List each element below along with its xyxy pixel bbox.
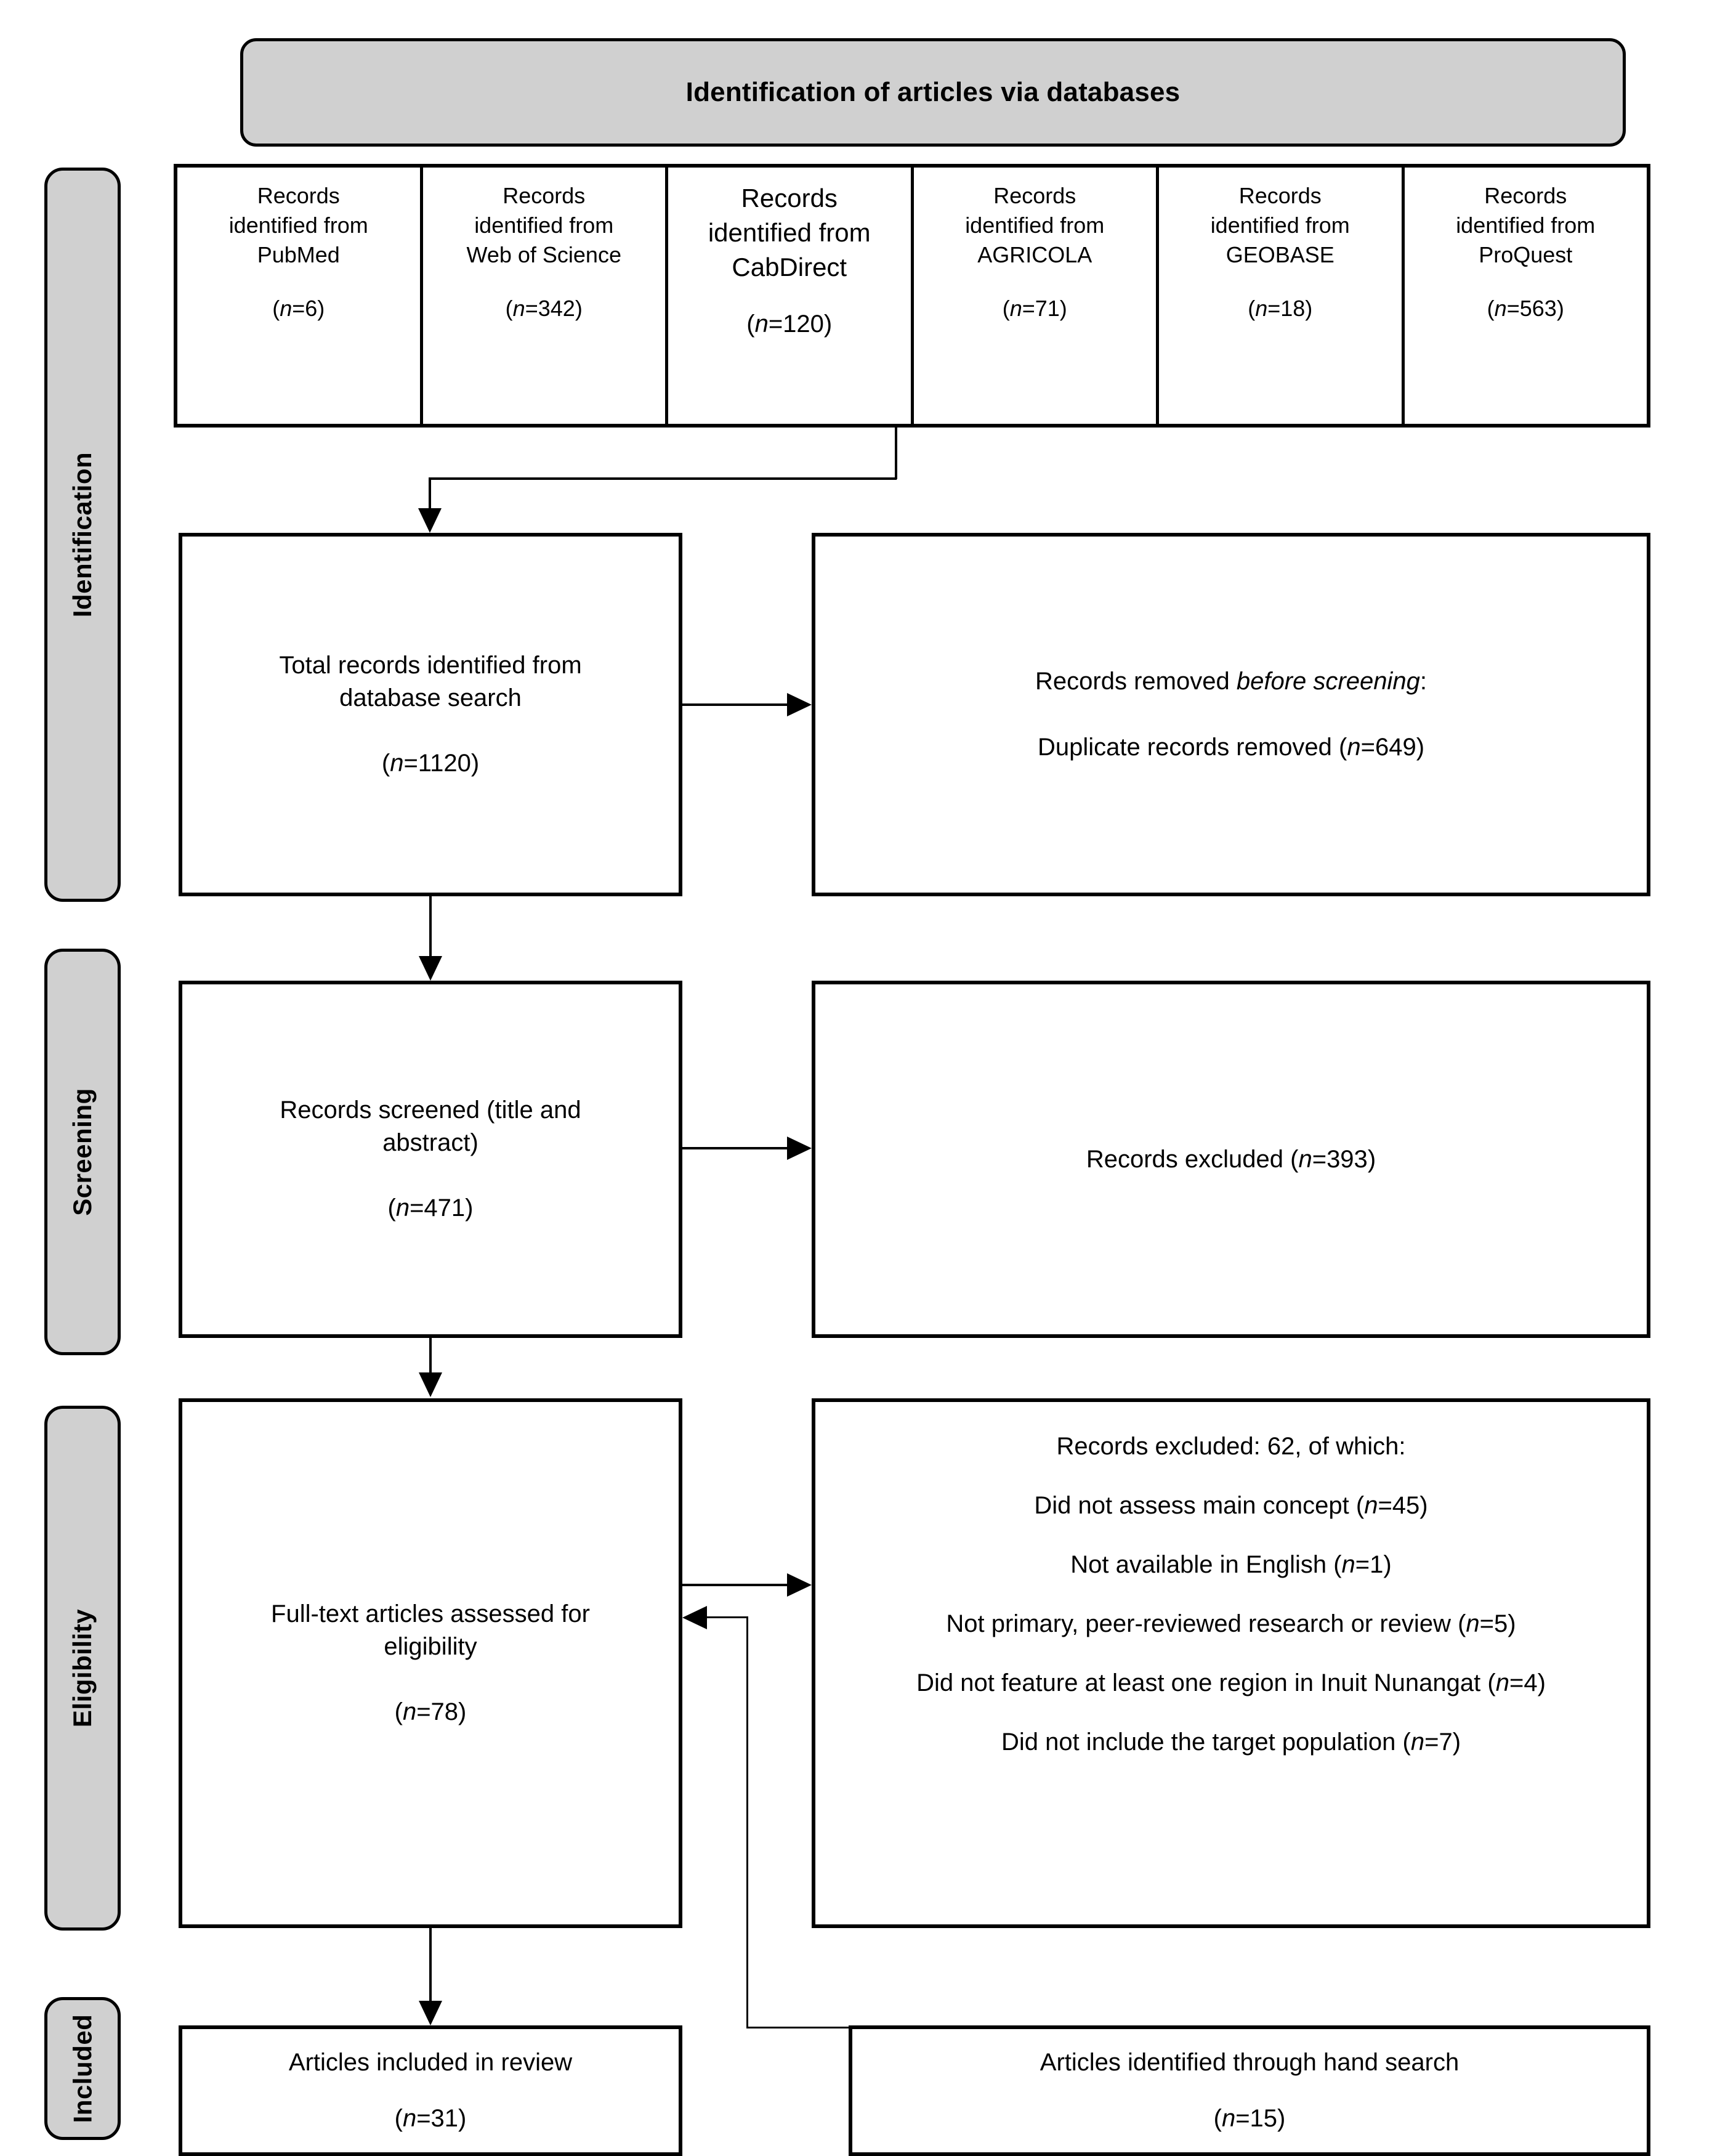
database-cell-web-of-science: Records identified from Web of Science (… — [423, 168, 668, 424]
records-screened-count: (n=471) — [387, 1194, 474, 1222]
articles-included-count: (n=31) — [394, 2105, 467, 2132]
fulltext-assessed-count: (n=78) — [394, 1698, 467, 1726]
database-name-geobase: Records identified from GEOBASE — [1210, 183, 1350, 267]
stage-pill-identification: Identification — [44, 168, 121, 902]
database-cell-geobase: Records identified from GEOBASE (n=18) — [1159, 168, 1405, 424]
database-cell-proquest: Records identified from ProQuest (n=563) — [1405, 168, 1647, 424]
database-count-geobase: (n=18) — [1248, 295, 1313, 321]
arrow-screened-to-fulltext — [419, 1372, 442, 1397]
arrow-fulltext-to-excluded — [787, 1573, 812, 1597]
connector-handsearch-rise — [746, 1616, 748, 2028]
box-records-screened: Records screened (title and abstract) (n… — [179, 981, 682, 1338]
box-articles-included: Articles included in review (n=31) — [179, 2025, 682, 2156]
database-count-cabdirect: (n=120) — [746, 310, 833, 338]
connector-screened-to-fulltext — [429, 1338, 432, 1374]
connector-db-to-total-descend — [429, 477, 431, 509]
database-count-pubmed: (n=6) — [272, 295, 325, 321]
removed-duplicates: Duplicate records removed (n=649) — [1037, 734, 1425, 761]
database-name-pubmed: Records identified from PubMed — [228, 183, 368, 267]
database-source-web-of-science: Web of Science — [466, 241, 621, 267]
banner-title: Identification of articles via databases — [685, 77, 1181, 107]
excluded-eligibility-heading: Records excluded: 62, of which: — [1056, 1433, 1406, 1460]
stage-pill-included: Included — [44, 1997, 121, 2140]
database-source-geobase: GEOBASE — [1225, 241, 1334, 267]
banner-identification-via-databases: Identification of articles via databases — [240, 38, 1626, 147]
database-source-cabdirect: CabDirect — [732, 252, 847, 282]
arrow-db-to-total — [418, 508, 442, 533]
excluded-reason-no-target-population: Did not include the target population (n… — [1001, 1728, 1461, 1756]
arrow-total-to-screened — [419, 956, 442, 981]
excluded-reason-not-peer-reviewed: Not primary, peer-reviewed research or r… — [946, 1610, 1516, 1637]
database-count-proquest: (n=563) — [1487, 295, 1564, 321]
connector-fulltext-to-excluded — [682, 1584, 788, 1586]
fulltext-assessed-text: Full-text articles assessed for eligibil… — [271, 1600, 590, 1660]
database-count-web-of-science: (n=342) — [505, 295, 583, 321]
stage-label-eligibility: Eligibility — [68, 1608, 97, 1728]
removed-heading: Records removed before screening: — [1035, 668, 1427, 695]
database-sources-row: Records identified from PubMed (n=6) Rec… — [174, 164, 1650, 428]
database-cell-pubmed: Records identified from PubMed (n=6) — [177, 168, 423, 424]
arrow-screened-to-excluded — [787, 1137, 812, 1160]
stage-pill-eligibility: Eligibility — [44, 1406, 121, 1931]
connector-total-to-screened — [429, 896, 432, 958]
box-records-excluded-eligibility: Records excluded: 62, of which: Did not … — [812, 1398, 1650, 1928]
stage-label-identification: Identification — [68, 452, 97, 618]
connector-total-to-removed — [682, 703, 788, 706]
arrow-total-to-removed — [787, 693, 812, 716]
hand-search-count: (n=15) — [1213, 2105, 1286, 2132]
box-records-removed-before-screening: Records removed before screening: Duplic… — [812, 533, 1650, 896]
box-records-excluded-screening: Records excluded (n=393) — [812, 981, 1650, 1338]
database-count-agricola: (n=71) — [1002, 295, 1067, 321]
excluded-reason-no-inuit-nunangat-region: Did not feature at least one region in I… — [916, 1669, 1546, 1696]
connector-screened-to-excluded — [682, 1147, 788, 1149]
database-name-proquest: Records identified from ProQuest — [1456, 183, 1596, 267]
records-excluded-screening-text: Records excluded (n=393) — [1086, 1145, 1376, 1173]
database-cell-cabdirect: Records identified from CabDirect (n=120… — [668, 168, 914, 424]
connector-handsearch-run-top — [707, 1616, 748, 1618]
total-records-text: Total records identified from database s… — [279, 651, 582, 711]
stage-label-screening: Screening — [68, 1088, 97, 1216]
box-fulltext-assessed: Full-text articles assessed for eligibil… — [179, 1398, 682, 1928]
articles-included-text: Articles included in review — [288, 2049, 573, 2077]
excluded-reason-main-concept: Did not assess main concept (n=45) — [1034, 1492, 1428, 1519]
total-records-count: (n=1120) — [381, 750, 480, 777]
database-source-proquest: ProQuest — [1479, 241, 1573, 267]
database-name-agricola: Records identified from AGRICOLA — [965, 183, 1105, 267]
box-total-records: Total records identified from database s… — [179, 533, 682, 896]
connector-db-to-total-drop — [895, 428, 897, 479]
stage-label-included: Included — [68, 2014, 97, 2123]
connector-fulltext-to-included — [429, 1928, 432, 2003]
connector-handsearch-run-bottom — [746, 2027, 849, 2028]
arrow-handsearch-to-fulltext — [682, 1606, 707, 1629]
excluded-reason-not-english: Not available in English (n=1) — [1070, 1551, 1392, 1578]
stage-pill-screening: Screening — [44, 949, 121, 1355]
database-source-pubmed: PubMed — [257, 241, 340, 267]
box-hand-search: Articles identified through hand search … — [849, 2025, 1650, 2156]
hand-search-text: Articles identified through hand search — [1040, 2049, 1460, 2077]
database-source-agricola: AGRICOLA — [977, 241, 1092, 267]
records-screened-text: Records screened (title and abstract) — [280, 1096, 581, 1156]
arrow-fulltext-to-included — [419, 2001, 442, 2025]
database-name-web-of-science: Records identified from Web of Science — [466, 183, 621, 267]
database-name-cabdirect: Records identified from CabDirect — [708, 184, 871, 282]
database-cell-agricola: Records identified from AGRICOLA (n=71) — [914, 168, 1159, 424]
connector-db-to-total-run — [429, 477, 897, 480]
